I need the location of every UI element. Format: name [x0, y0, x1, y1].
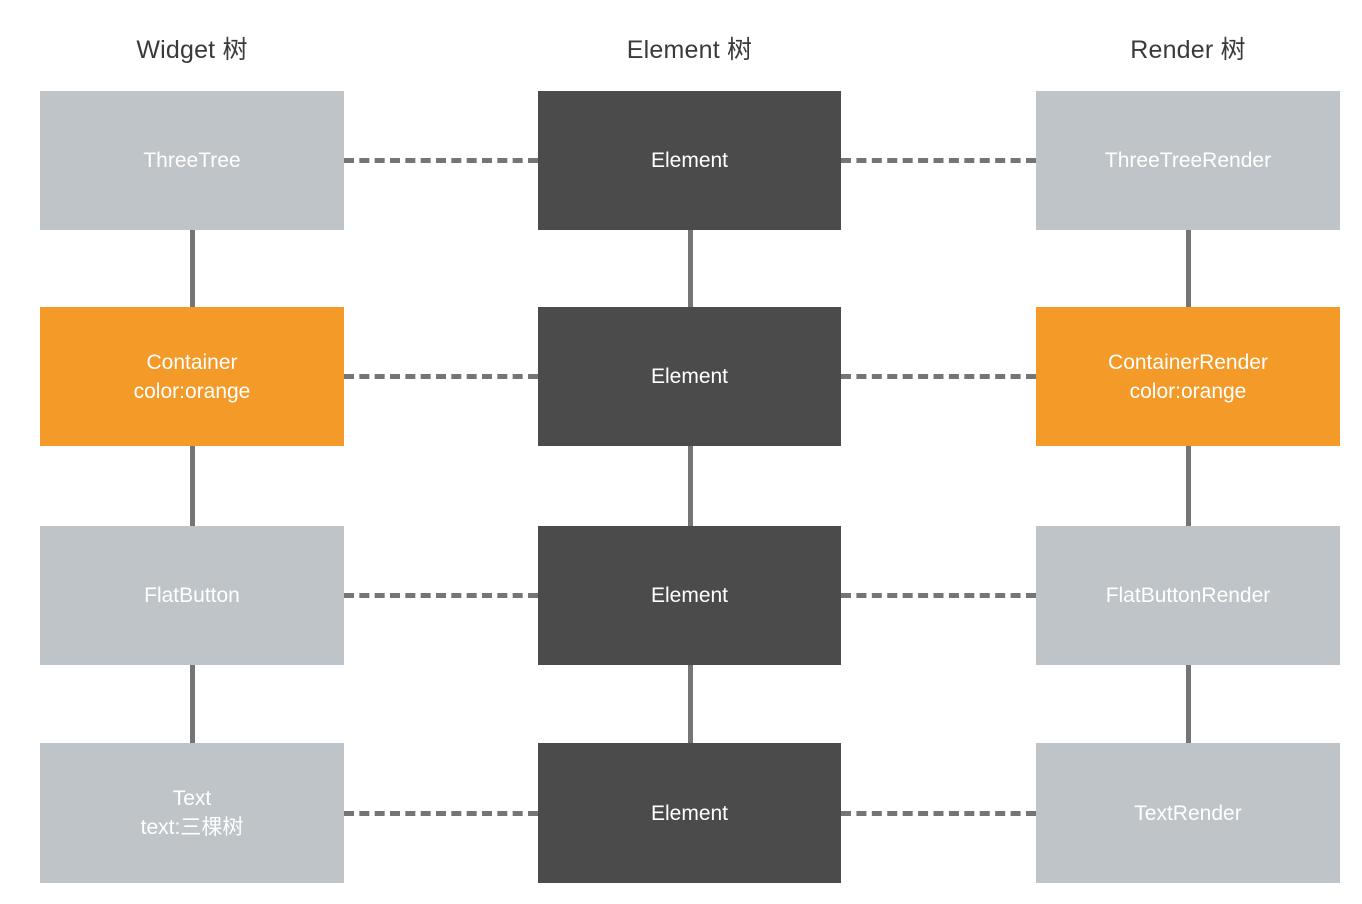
node-widget-threetree[interactable]: ThreeTree [40, 91, 344, 230]
node-label-primary: ContainerRender [1108, 350, 1268, 374]
node-render-textrender[interactable]: TextRender [1036, 743, 1340, 883]
vertical-connector-widget-3-4 [190, 665, 195, 743]
dashed-connector-element-render-row1 [841, 158, 1036, 163]
node-label-primary: FlatButton [144, 584, 240, 607]
dashed-connector-element-render-row2 [841, 374, 1036, 379]
vertical-connector-element-3-4 [688, 665, 693, 743]
column-header-render-tree: Render 树 [1130, 36, 1246, 64]
dashed-connector-element-render-row3 [841, 593, 1036, 598]
dashed-connector-widget-element-row1 [344, 158, 538, 163]
node-render-flatbuttonrender[interactable]: FlatButtonRender [1036, 526, 1340, 665]
vertical-connector-widget-1-2 [190, 230, 195, 307]
node-label-primary: Container [146, 350, 238, 374]
dashed-connector-widget-element-row2 [344, 374, 538, 379]
column-header-widget-tree: Widget 树 [136, 36, 248, 64]
dashed-connector-widget-element-row3 [344, 593, 538, 598]
node-label-secondary: color:orange [133, 379, 251, 403]
vertical-connector-render-1-2 [1186, 230, 1191, 307]
node-label-primary: ThreeTreeRender [1104, 149, 1272, 172]
vertical-connector-element-2-3 [688, 446, 693, 526]
vertical-connector-render-3-4 [1186, 665, 1191, 743]
node-widget-text[interactable]: Text text:三棵树 [40, 743, 344, 883]
node-label-primary: Text [172, 787, 212, 810]
node-element-row1[interactable]: Element [538, 91, 841, 230]
vertical-connector-widget-2-3 [190, 446, 195, 526]
node-widget-flatbutton[interactable]: FlatButton [40, 526, 344, 665]
node-label-primary: Element [650, 801, 729, 825]
node-label-primary: Element [650, 365, 729, 388]
dashed-connector-element-render-row4 [841, 811, 1036, 816]
node-label-primary: Element [650, 149, 729, 172]
node-render-containerrender[interactable]: ContainerRender color:orange [1036, 307, 1340, 446]
vertical-connector-render-2-3 [1186, 446, 1191, 526]
node-widget-container[interactable]: Container color:orange [40, 307, 344, 446]
node-label-primary: FlatButtonRender [1105, 584, 1271, 607]
node-label-secondary: text:三棵树 [140, 816, 244, 839]
node-label-primary: TextRender [1134, 801, 1242, 825]
node-label-primary: ThreeTree [143, 149, 241, 172]
node-element-row2[interactable]: Element [538, 307, 841, 446]
column-header-element-tree: Element 树 [626, 36, 753, 64]
node-label-primary: Element [650, 584, 729, 607]
node-element-row3[interactable]: Element [538, 526, 841, 665]
dashed-connector-widget-element-row4 [344, 811, 538, 816]
node-label-secondary: color:orange [1129, 379, 1247, 403]
node-element-row4[interactable]: Element [538, 743, 841, 883]
node-render-threetreerender[interactable]: ThreeTreeRender [1036, 91, 1340, 230]
vertical-connector-element-1-2 [688, 230, 693, 307]
